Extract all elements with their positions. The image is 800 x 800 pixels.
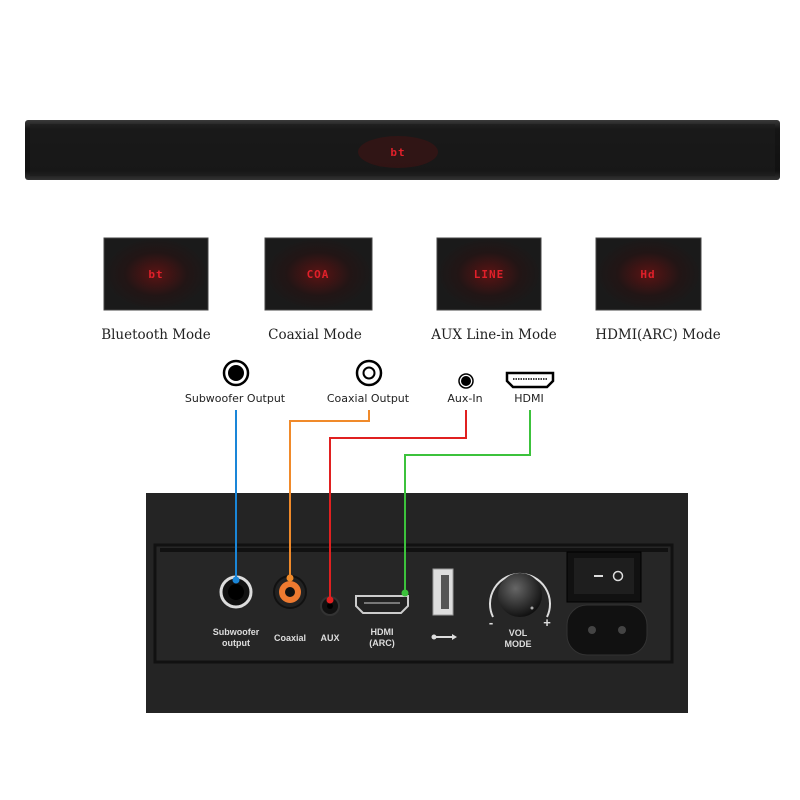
coaxial-panel-label: Coaxial (274, 633, 306, 643)
usb-port (432, 568, 454, 616)
port-label: HDMI (514, 392, 543, 405)
power-inlet (566, 604, 648, 656)
minus-label: - (489, 615, 493, 630)
coaxial-jack (273, 575, 307, 609)
soundbar: bt (25, 120, 780, 180)
hdmi-connection-dot (401, 589, 409, 597)
port-label: Subwoofer Output (185, 392, 286, 405)
subwoofer-panel-label: Subwoofer (213, 627, 260, 637)
power-switch (566, 551, 642, 603)
led-text: Hd (640, 268, 655, 281)
mode-display-bluetooth: bt Bluetooth Mode (101, 237, 211, 343)
volume-mode-knob (489, 573, 551, 618)
hdmi-port (355, 595, 409, 614)
subwoofer-panel-label-2: output (222, 638, 250, 648)
hdmi-port-icon (505, 371, 555, 389)
port-label: Coaxial Output (327, 392, 410, 405)
aux-connection-dot (326, 596, 334, 604)
mode-label: MODE (505, 639, 532, 649)
mode-label: Bluetooth Mode (101, 327, 211, 343)
hdmi-connection-line (404, 410, 531, 593)
led-text: LINE (474, 268, 505, 281)
led-text: COA (307, 268, 330, 281)
port-label: Aux-In (447, 392, 482, 405)
coaxial-connection-dot (286, 574, 294, 582)
coaxial-connection-line (289, 410, 370, 578)
mode-label: HDMI(ARC) Mode (595, 327, 720, 343)
hdmi-panel-label: HDMI (371, 627, 394, 637)
rca-jack-icon (222, 359, 250, 387)
plus-label: + (543, 615, 551, 630)
mode-display-coaxial: COA Coaxial Mode (264, 237, 373, 343)
subwoofer-connection-dot (232, 576, 240, 584)
soundbar-display: bt (390, 146, 405, 159)
led-text: bt (148, 268, 163, 281)
vol-label: VOL (509, 628, 528, 638)
mode-display-aux: LINE AUX Line-in Mode (430, 237, 557, 343)
usb-icon (431, 634, 457, 640)
mode-label: AUX Line-in Mode (430, 327, 556, 343)
aux-connection-line (329, 410, 467, 600)
mode-label: Coaxial Mode (268, 327, 362, 343)
mode-display-hdmi: Hd HDMI(ARC) Mode (595, 237, 721, 343)
aux-panel-label: AUX (320, 633, 339, 643)
aux-jack-icon (458, 373, 474, 389)
coaxial-jack-icon (355, 359, 383, 387)
hdmi-panel-label-2: (ARC) (369, 638, 395, 648)
